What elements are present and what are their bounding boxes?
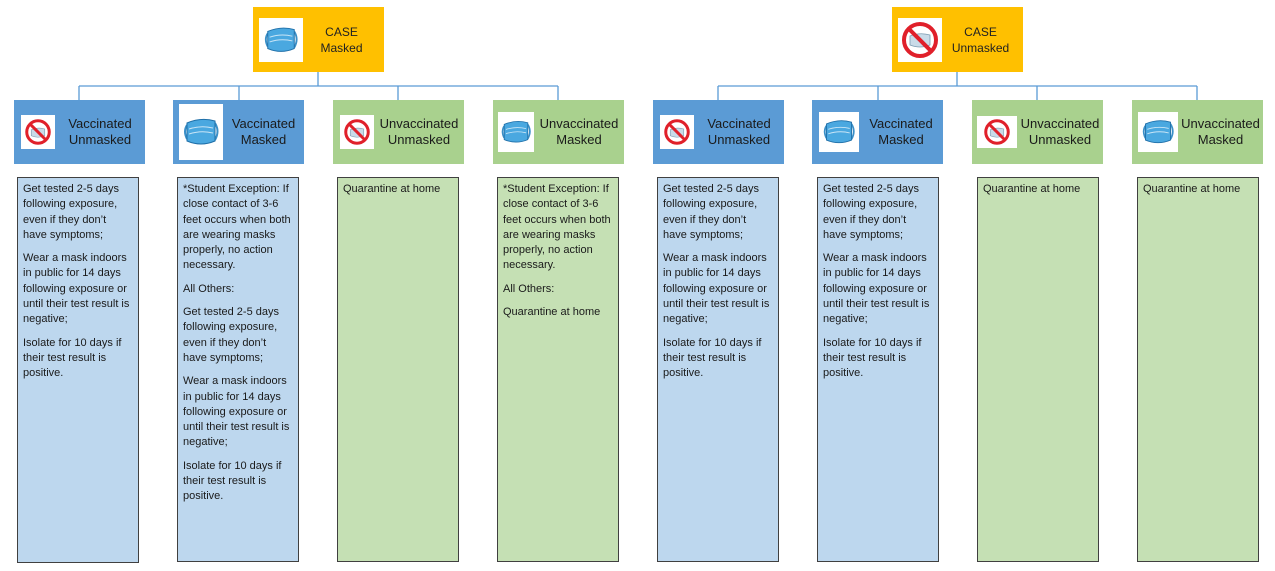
header-group: Unvaccinated: [379, 116, 459, 131]
guidance-paragraph: Wear a mask indoors in public for 14 day…: [823, 252, 930, 326]
header-group: Unvaccinated: [1181, 116, 1260, 131]
face-mask-icon: [501, 120, 531, 143]
guidance-paragraph: Isolate for 10 days if their test result…: [823, 336, 922, 380]
guidance-paragraph: Isolate for 10 days if their test result…: [663, 336, 762, 380]
guidance-paragraph: Quarantine at home: [1143, 183, 1241, 195]
guidance-paragraph: All Others:: [183, 282, 235, 295]
header-status: Masked: [240, 132, 287, 147]
guidance-unmasked-unvaccinated-unmasked: Quarantine at home: [977, 177, 1099, 562]
no-mask-icon: [902, 21, 938, 58]
header-icon-frame: [660, 115, 694, 149]
guidance-paragraph: *Student Exception: If close contact of …: [183, 183, 291, 272]
case-masked-box: CASE Masked: [253, 7, 384, 72]
header-status: Masked: [556, 132, 602, 147]
face-mask-icon: [823, 120, 855, 144]
guidance-paragraph: Quarantine at home: [983, 183, 1081, 195]
guidance-unmasked-unvaccinated-masked: Quarantine at home: [1137, 177, 1259, 562]
case-unmasked-icon-frame: [898, 17, 942, 62]
case-unmasked-line1: CASE: [964, 24, 997, 39]
header-unmasked-vaccinated-masked: Vaccinated Masked: [812, 100, 943, 164]
case-unmasked-line2: Unmasked: [951, 40, 1010, 55]
case-masked-line1: CASE: [325, 24, 358, 39]
guidance-paragraph: Wear a mask indoors in public for 14 day…: [183, 375, 290, 449]
guidance-paragraph: Get tested 2-5 days following exposure, …: [823, 183, 919, 241]
header-status: Unmasked: [387, 132, 451, 147]
connector-tree-masked: [78, 72, 559, 100]
case-unmasked-box: CASE Unmasked: [892, 7, 1023, 72]
connector-tree-unmasked: [717, 72, 1198, 100]
header-masked-unvaccinated-masked: Unvaccinated Masked: [493, 100, 624, 164]
guidance-masked-unvaccinated-masked: *Student Exception: If close contact of …: [497, 177, 619, 562]
guidance-paragraph: Wear a mask indoors in public for 14 day…: [23, 252, 130, 326]
guidance-paragraph: Quarantine at home: [343, 183, 441, 195]
face-mask-icon: [1142, 120, 1174, 144]
guidance-paragraph: Quarantine at home: [503, 306, 601, 319]
header-icon-frame: [340, 115, 374, 149]
header-status: Masked: [878, 132, 924, 147]
header-group: Vaccinated: [68, 116, 132, 131]
header-icon-frame: [977, 116, 1017, 148]
case-masked-icon-frame: [259, 17, 303, 62]
guidance-paragraph: *Student Exception: If close contact of …: [503, 183, 611, 272]
guidance-masked-unvaccinated-unmasked: Quarantine at home: [337, 177, 459, 562]
face-mask-icon: [184, 118, 219, 145]
no-mask-icon: [344, 119, 370, 145]
header-unmasked-unvaccinated-unmasked: Unvaccinated Unmasked: [972, 100, 1103, 164]
header-group: Unvaccinated: [539, 116, 619, 131]
header-status: Masked: [1197, 132, 1244, 147]
case-masked-line2: Masked: [320, 40, 363, 55]
header-status: Unmasked: [68, 132, 132, 147]
header-group: Vaccinated: [231, 116, 296, 131]
header-unmasked-vaccinated-unmasked: Vaccinated Unmasked: [653, 100, 784, 164]
header-masked-vaccinated-unmasked: Vaccinated Unmasked: [14, 100, 145, 164]
header-masked-unvaccinated-unmasked: Unvaccinated Unmasked: [333, 100, 464, 164]
face-mask-icon: [264, 27, 298, 52]
header-unmasked-unvaccinated-masked: Unvaccinated Masked: [1132, 100, 1263, 164]
header-masked-vaccinated-masked: Vaccinated Masked: [173, 100, 304, 164]
header-icon-frame: [498, 112, 534, 152]
no-mask-icon: [25, 119, 51, 145]
guidance-paragraph: Isolate for 10 days if their test result…: [23, 336, 122, 380]
guidance-unmasked-vaccinated-masked: Get tested 2-5 days following exposure, …: [817, 177, 939, 562]
header-group: Unvaccinated: [1020, 116, 1100, 131]
guidance-paragraph: Get tested 2-5 days following exposure, …: [183, 306, 279, 364]
guidance-paragraph: Get tested 2-5 days following exposure, …: [23, 183, 119, 241]
header-icon-frame: [21, 115, 55, 149]
guidance-paragraph: Wear a mask indoors in public for 14 day…: [663, 252, 770, 326]
header-group: Vaccinated: [707, 116, 771, 131]
guidance-paragraph: All Others:: [503, 282, 555, 295]
header-icon-frame: [819, 112, 859, 152]
guidance-paragraph: Get tested 2-5 days following exposure, …: [663, 183, 759, 241]
guidance-paragraph: Isolate for 10 days if their test result…: [183, 459, 282, 503]
guidance-masked-vaccinated-unmasked: Get tested 2-5 days following exposure, …: [17, 177, 139, 563]
no-mask-icon: [664, 119, 690, 145]
header-icon-frame: [1138, 112, 1178, 152]
header-status: Unmasked: [707, 132, 771, 147]
header-icon-frame: [179, 104, 223, 160]
header-group: Vaccinated: [869, 116, 933, 131]
no-mask-icon: [984, 119, 1010, 145]
guidance-masked-vaccinated-masked: *Student Exception: If close contact of …: [177, 177, 299, 562]
guidance-unmasked-vaccinated-unmasked: Get tested 2-5 days following exposure, …: [657, 177, 779, 562]
header-status: Unmasked: [1028, 132, 1092, 147]
